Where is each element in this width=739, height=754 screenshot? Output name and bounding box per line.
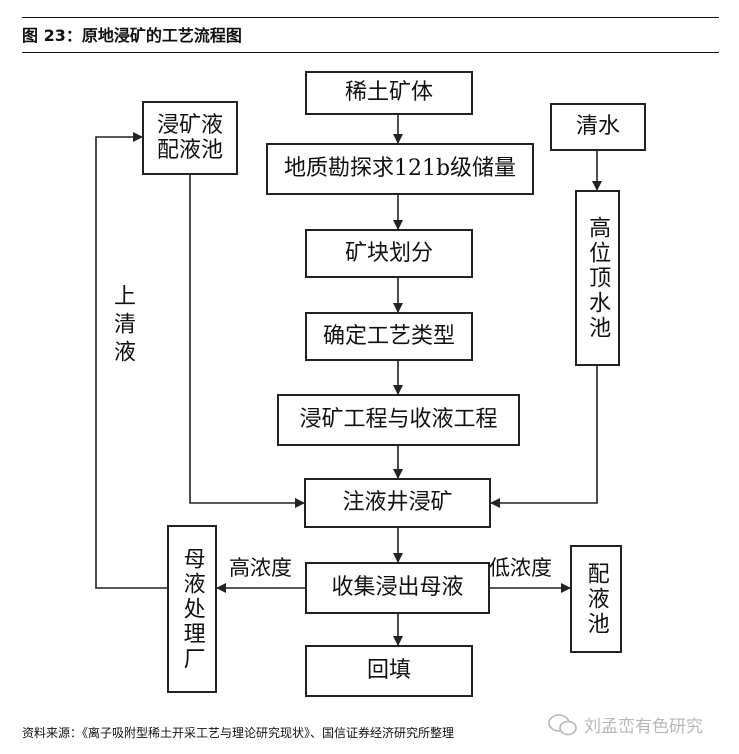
node-clear-water: 清水 bbox=[550, 103, 646, 151]
label-high-concentration: 高浓度 bbox=[229, 556, 292, 580]
watermark-text: 刘孟峦有色研究 bbox=[584, 717, 703, 737]
node-engineering: 浸矿工程与收液工程 bbox=[277, 394, 520, 446]
node-mother-liquor-plant: 母液处理厂 bbox=[167, 525, 217, 693]
node-high-tank: 高位顶水池 bbox=[575, 190, 620, 366]
node-prep-pool: 配液池 bbox=[570, 545, 622, 653]
node-backfill: 回填 bbox=[305, 645, 473, 697]
arrow-plant-leachpool bbox=[95, 132, 167, 589]
top-rule bbox=[22, 17, 719, 18]
figure-title: 图 23：原地浸矿的工艺流程图 bbox=[22, 26, 242, 45]
watermark: 刘孟峦有色研究 bbox=[548, 712, 703, 737]
label-supernatant: 上清液 bbox=[110, 284, 135, 368]
wechat-icon bbox=[548, 713, 577, 735]
title-rule bbox=[22, 52, 719, 53]
arrow-leachpool-injection bbox=[189, 175, 305, 508]
node-process-type: 确定工艺类型 bbox=[305, 312, 473, 361]
arrow-tank-injection bbox=[490, 366, 598, 508]
node-ore-body: 稀土矿体 bbox=[305, 71, 473, 115]
node-collect: 收集浸出母液 bbox=[305, 562, 490, 614]
node-block-division: 矿块划分 bbox=[305, 229, 473, 278]
source-note: 资料来源：《离子吸附型稀土开采工艺与理论研究现状》、国信证券经济研究所整理 bbox=[22, 726, 455, 740]
node-reserves: 地质勘探求121b级储量 bbox=[266, 143, 534, 195]
node-injection: 注液井浸矿 bbox=[304, 478, 491, 528]
node-leach-pool: 浸矿液配液池 bbox=[142, 101, 238, 175]
label-low-concentration: 低浓度 bbox=[489, 556, 552, 580]
